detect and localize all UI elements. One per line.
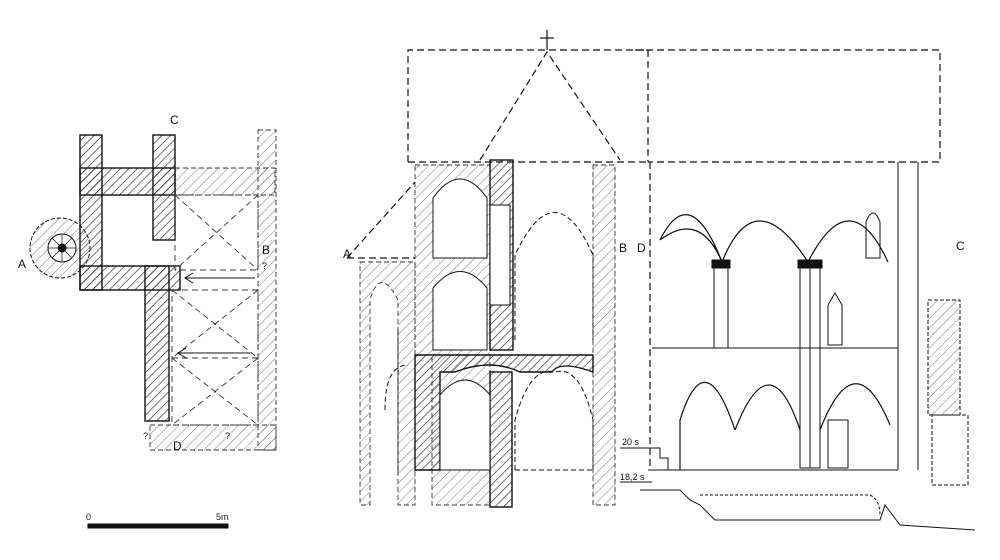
upper-window xyxy=(865,212,881,259)
upper-niche xyxy=(827,292,843,346)
level-markers xyxy=(620,447,652,483)
plan-label-d: D xyxy=(173,439,182,453)
elevation-roof xyxy=(635,49,941,470)
floor-plan xyxy=(29,129,277,529)
doorway xyxy=(827,419,849,469)
elevation-label-c: C xyxy=(956,239,965,253)
section-window xyxy=(489,204,511,306)
plan-label-c: C xyxy=(170,113,179,127)
upper-columns xyxy=(711,259,823,469)
spiral-stair xyxy=(29,217,91,279)
lower-arch xyxy=(439,379,491,471)
elevation xyxy=(620,49,976,531)
direction-arrows xyxy=(177,272,255,359)
ground-line xyxy=(640,447,976,531)
elevation-label-d: D xyxy=(637,241,646,255)
interior-arches xyxy=(514,212,594,471)
plan-label-b: B xyxy=(262,243,271,257)
plan-question-mark: ? xyxy=(143,431,149,441)
level-upper: 20 s xyxy=(622,437,640,447)
vault-lines xyxy=(171,194,259,426)
roof-outline xyxy=(346,30,649,259)
section-label-a: A xyxy=(343,247,352,261)
plan-question-mark: ? xyxy=(262,261,268,271)
plan-question-mark: ? xyxy=(225,431,231,441)
cross-section xyxy=(346,30,649,508)
level-lower: 18,2 s xyxy=(620,472,645,482)
section-arches xyxy=(432,178,488,351)
scale-bar xyxy=(87,523,229,529)
section-label-b: B xyxy=(619,241,628,255)
section-stair xyxy=(384,330,409,475)
scale-start: 0 xyxy=(86,512,92,522)
lower-arches xyxy=(679,381,891,470)
plan-label-a: A xyxy=(18,257,27,271)
existing-walls xyxy=(79,134,181,422)
upper-arches xyxy=(659,214,889,263)
scale-end: 5m xyxy=(216,512,229,522)
elevation-walls xyxy=(652,162,969,486)
